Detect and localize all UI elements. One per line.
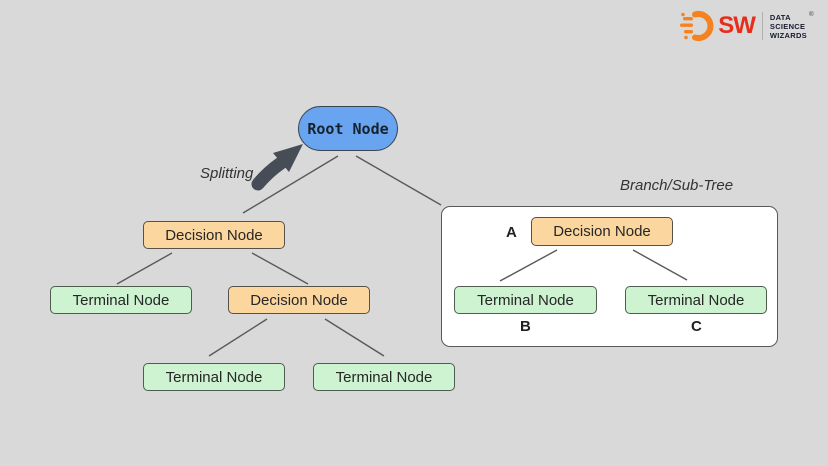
logo-tagline: ® DATA SCIENCE WIZARDS	[769, 10, 814, 40]
connector-decision-left-to-terminal-left	[116, 252, 173, 285]
dsw-logo: SW ® DATA SCIENCE WIZARDS	[679, 9, 814, 43]
label-b: B	[520, 318, 531, 335]
splitting-arrow-icon	[251, 144, 303, 191]
subtree-terminal-node-b: Terminal Node	[454, 286, 597, 314]
splitting-label: Splitting	[200, 165, 254, 182]
dsw-logo-text: SW	[718, 12, 756, 39]
decision-node-left: Decision Node	[143, 221, 285, 249]
connector-decision-mid-to-terminal-bottom-left	[208, 318, 268, 357]
tagline-line-data: DATA	[769, 12, 791, 22]
terminal-node-bottom-left: Terminal Node	[143, 363, 285, 391]
dsw-d-mark-icon	[680, 11, 714, 41]
dsw-logo-mark: SW	[679, 9, 756, 43]
branch-subtree-label: Branch/Sub-Tree	[620, 177, 734, 194]
connector-root-to-decision-left	[242, 155, 339, 214]
subtree-decision-node: Decision Node	[531, 217, 673, 246]
connector-root-to-subtree-box	[355, 155, 442, 206]
terminal-node-bottom-right: Terminal Node	[313, 363, 455, 391]
subtree-terminal-node-c: Terminal Node	[625, 286, 767, 314]
label-c: C	[691, 318, 702, 335]
root-node: Root Node	[298, 106, 398, 151]
decision-node-mid: Decision Node	[228, 286, 370, 314]
label-a: A	[506, 224, 517, 241]
connector-decision-left-to-decision-mid	[251, 252, 309, 285]
connector-lines	[116, 155, 688, 357]
connector-subtree-decision-to-terminal-b	[499, 249, 558, 282]
tagline-line-science: SCIENCE	[769, 21, 806, 31]
tagline-line-wizards: WIZARDS	[769, 30, 807, 40]
logo-separator	[761, 12, 763, 40]
registered-trademark-icon: ®	[808, 10, 814, 18]
connector-subtree-decision-to-terminal-c	[632, 249, 688, 281]
terminal-node-left: Terminal Node	[50, 286, 192, 314]
connector-decision-mid-to-terminal-bottom-right	[324, 318, 385, 357]
